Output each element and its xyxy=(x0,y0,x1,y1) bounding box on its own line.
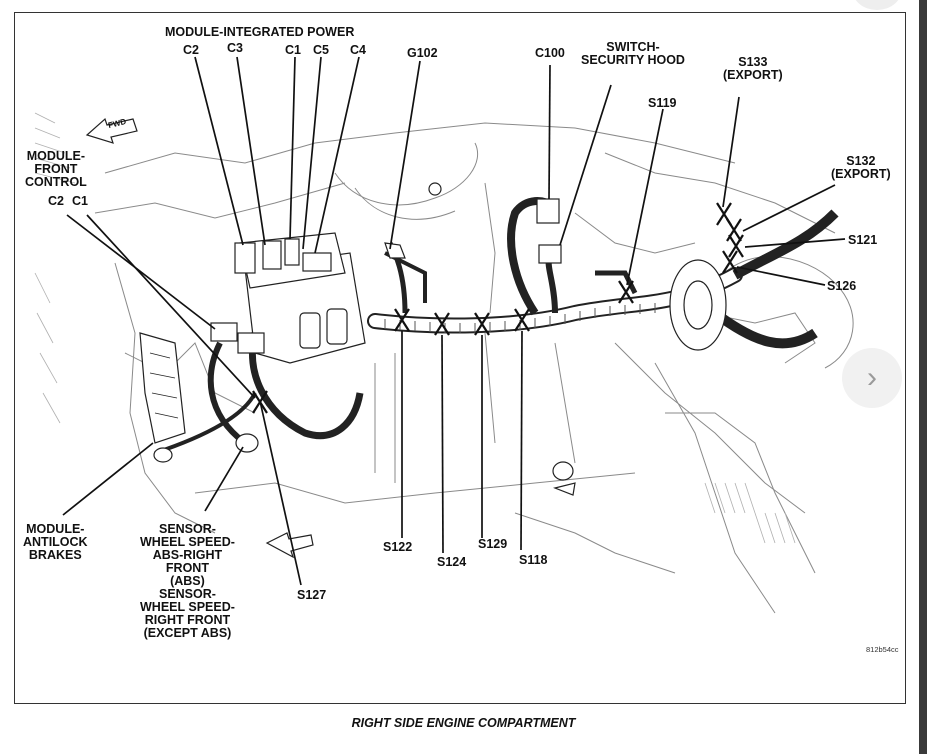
label-s118: S118 xyxy=(519,553,548,567)
fwd-arrow-icon xyxy=(85,117,576,559)
label-sensor-line-9: (EXCEPT ABS) xyxy=(143,626,232,640)
label-s133-id: S133 xyxy=(738,55,768,69)
label-mfc-line-3: CONTROL xyxy=(25,175,87,189)
diagram-frame: MODULE-INTEGRATED POWER C2 C3 C1 C5 C4 G… xyxy=(14,12,906,704)
label-mip-c3: C3 xyxy=(227,41,243,55)
figure-reference: 812b54cc xyxy=(866,645,899,654)
label-g102: G102 xyxy=(407,46,438,60)
label-abs-line-1: MODULE- xyxy=(26,522,85,536)
label-sensor-wheel-speed: SENSOR- WHEEL SPEED- ABS-RIGHT FRONT (AB… xyxy=(140,523,235,640)
label-s132: S132 (EXPORT) xyxy=(831,155,891,181)
label-s133-note: (EXPORT) xyxy=(723,68,783,82)
label-c100: C100 xyxy=(535,46,565,60)
splice-s132 xyxy=(726,218,742,242)
label-abs-line-2: ANTILOCK xyxy=(23,535,88,549)
splice-s122 xyxy=(394,308,410,332)
figure-caption: RIGHT SIDE ENGINE COMPARTMENT xyxy=(351,716,576,730)
ipm-c3-connector xyxy=(262,240,282,270)
component-shapes xyxy=(139,182,727,481)
label-mip-c5: C5 xyxy=(313,43,329,57)
label-module-front-control: MODULE- FRONT CONTROL xyxy=(25,150,87,189)
label-s133: S133 (EXPORT) xyxy=(723,56,783,82)
label-s122: S122 xyxy=(383,540,413,554)
label-sensor-line-7: WHEEL SPEED- xyxy=(140,600,235,614)
previous-button-edge[interactable] xyxy=(852,0,902,10)
label-mip-c4: C4 xyxy=(350,43,366,57)
ipm-c2-connector xyxy=(234,242,256,274)
label-sensor-line-1: SENSOR- xyxy=(158,522,216,536)
next-image-button[interactable]: › xyxy=(842,348,902,408)
label-sensor-line-3: ABS-RIGHT xyxy=(152,548,223,562)
wheel-speed-sensor xyxy=(235,433,259,453)
label-sensor-line-6: SENSOR- xyxy=(158,587,216,601)
label-s132-id: S132 xyxy=(846,154,876,168)
c100-connector xyxy=(536,198,560,224)
label-switch-line-2: SECURITY HOOD xyxy=(581,53,685,67)
label-mfc-c1: C1 xyxy=(72,194,88,208)
g102-stud xyxy=(428,182,442,196)
ipm-c1-connector xyxy=(284,238,300,266)
label-s119: S119 xyxy=(648,96,677,110)
label-mip-c2: C2 xyxy=(183,43,199,57)
mfc-window-1 xyxy=(299,312,321,349)
engine-compartment-drawing xyxy=(34,56,854,614)
splice-s121 xyxy=(728,234,744,258)
hatching xyxy=(34,112,796,544)
label-s124: S124 xyxy=(437,555,467,569)
label-s126: S126 xyxy=(827,279,857,293)
label-abs-line-3: BRAKES xyxy=(28,548,82,562)
ground-symbol xyxy=(552,461,574,481)
label-switch-security-hood: SWITCH- SECURITY HOOD xyxy=(581,41,685,67)
scrollbar[interactable] xyxy=(919,0,927,754)
label-mip-c1: C1 xyxy=(285,43,301,57)
ipm-c4-connector xyxy=(302,252,332,272)
splice-s126 xyxy=(722,250,738,274)
leader-lines xyxy=(62,56,846,586)
splice-s129 xyxy=(474,312,490,336)
mfc-c1-plug xyxy=(237,332,265,354)
w-arrow-icon xyxy=(265,532,314,559)
label-sensor-line-4: FRONT xyxy=(165,561,209,575)
splice-s119 xyxy=(618,280,634,304)
label-sensor-line-2: WHEEL SPEED- xyxy=(140,535,235,549)
hood-switch xyxy=(538,244,562,264)
chevron-right-icon: › xyxy=(867,361,877,394)
label-sensor-line-8: RIGHT FRONT xyxy=(144,613,231,627)
abs-module-body xyxy=(139,332,186,444)
mfc-c2-plug xyxy=(210,322,238,342)
label-mfc-line-2: FRONT xyxy=(34,162,78,176)
label-s132-note: (EXPORT) xyxy=(831,167,891,181)
abs-bracket xyxy=(153,447,173,463)
label-sensor-line-5: (ABS) xyxy=(170,574,205,588)
label-module-antilock-brakes: MODULE- ANTILOCK BRAKES xyxy=(23,523,88,562)
splice-s118 xyxy=(514,308,530,332)
mfc-window-2 xyxy=(326,308,348,345)
label-switch-line-1: SWITCH- xyxy=(606,40,660,54)
label-s121: S121 xyxy=(848,233,878,247)
label-mfc-c2: C2 xyxy=(48,194,64,208)
label-mfc-line-1: MODULE- xyxy=(26,149,86,163)
x-arrow-icon xyxy=(553,482,576,496)
label-module-integrated-power: MODULE-INTEGRATED POWER xyxy=(165,25,355,39)
splice-s124 xyxy=(434,312,450,336)
label-s127: S127 xyxy=(297,588,327,602)
label-s129: S129 xyxy=(478,537,508,551)
